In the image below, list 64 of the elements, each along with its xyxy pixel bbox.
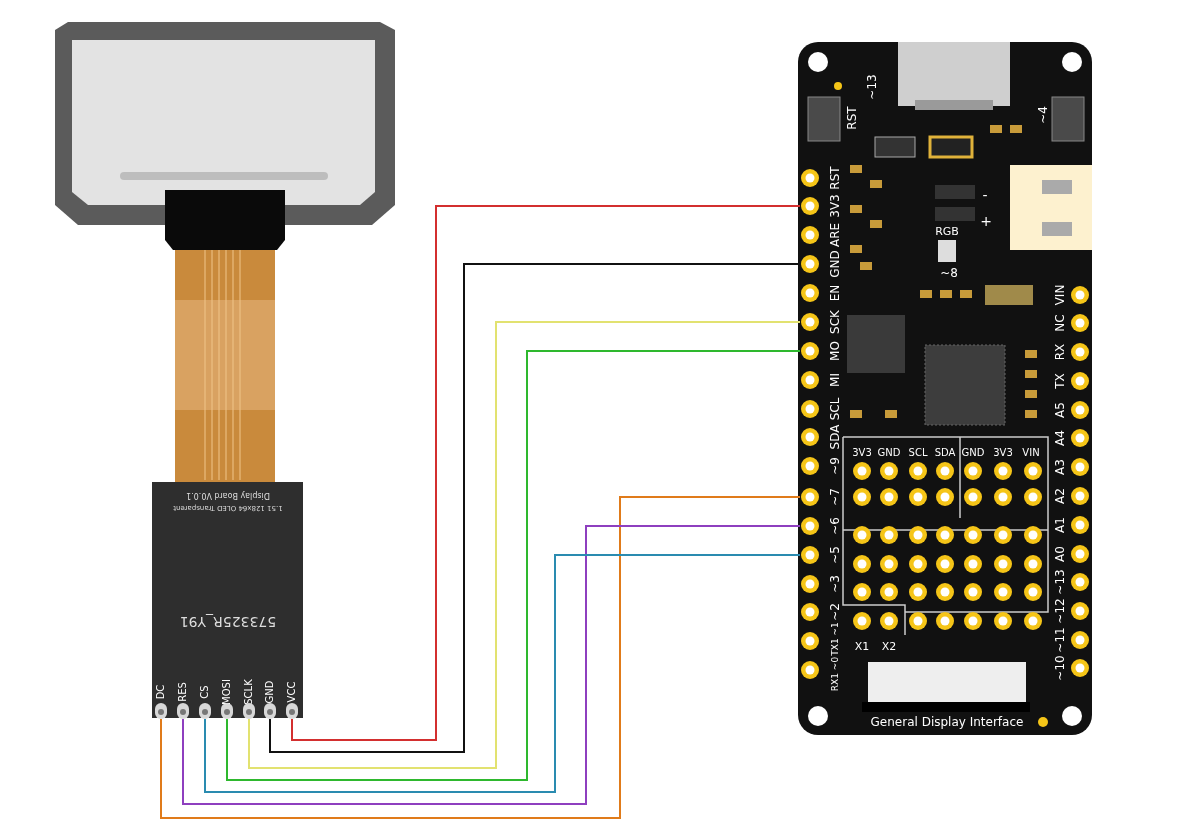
pin-label: GND: [829, 250, 841, 278]
wire: [269, 263, 801, 753]
pin-label: RX: [1054, 343, 1066, 361]
pin-label: GND: [877, 448, 901, 458]
pin-label: X1: [854, 640, 870, 652]
circuit-board: [152, 482, 303, 718]
pin-label: GND: [265, 680, 275, 704]
polarity-mark: +: [980, 214, 992, 228]
pin-label: VIN: [1054, 284, 1066, 306]
board-text: 573325R_Y91: [179, 615, 277, 629]
pin-label: ~11: [1054, 627, 1066, 653]
wire: [204, 554, 801, 793]
pin-label: RST: [829, 166, 841, 190]
pin-label: A1: [1054, 517, 1066, 533]
polarity-mark: -: [982, 188, 988, 202]
pin-label: ~3: [829, 575, 841, 593]
pin-label: VIN: [1022, 448, 1040, 458]
pin-label: SCLK: [244, 679, 254, 705]
pin-label: ~8: [940, 267, 958, 279]
pin-label: ARE: [829, 222, 841, 248]
pin-label: X2: [881, 640, 897, 652]
pin-label: NC: [1054, 314, 1066, 332]
pin-label: MO: [829, 341, 841, 361]
pin-label: ~10: [1054, 655, 1066, 681]
connector-label: General Display Interface: [870, 716, 1024, 728]
pin-label: ~13: [1054, 569, 1066, 595]
pin-label: SDA: [934, 448, 956, 458]
pin-label: ~4: [1037, 106, 1049, 124]
pin-label: A5: [1054, 402, 1066, 418]
wire: [291, 205, 801, 741]
pin-label: 3V3: [993, 448, 1013, 458]
pin-label: CS: [200, 685, 210, 699]
pin-label: TX: [1054, 373, 1066, 389]
led-label: RGB: [935, 225, 959, 237]
pin-label: VCC: [287, 681, 297, 703]
pin-label: MI: [829, 373, 841, 387]
pin-label: ~5: [829, 546, 841, 564]
pin-label: A2: [1054, 488, 1066, 504]
pin-label: RX1 ~0: [830, 656, 840, 692]
pin-label: 3V3: [829, 194, 841, 218]
wire: [182, 525, 801, 805]
pin-label: GND: [961, 448, 985, 458]
button-label: RST: [846, 106, 858, 130]
pin-label: SCL: [829, 397, 841, 421]
pin-label: A3: [1054, 459, 1066, 475]
pin-label: SCK: [829, 310, 841, 334]
pin-label: ~12: [1054, 598, 1066, 624]
pin-label: ~9: [829, 457, 841, 475]
pin-label: ~7: [829, 488, 841, 506]
pin-label: RES: [178, 682, 188, 702]
pin-label: TX1 ~1: [830, 622, 840, 656]
pin-label: ~13: [866, 74, 878, 100]
pin-label: MOSI: [222, 679, 232, 705]
pin-label: A0: [1054, 546, 1066, 562]
pin-label: EN: [829, 284, 841, 302]
pin-label: 3V3: [852, 448, 872, 458]
board-text: Display Board V0.0.1: [186, 491, 270, 499]
pin-label: A4: [1054, 430, 1066, 446]
pin-label: SCL: [908, 448, 928, 458]
pin-label: SDA: [829, 424, 841, 450]
pin-label: ~6: [829, 517, 841, 535]
pin-label: ~2: [829, 603, 841, 621]
wire: [160, 496, 801, 819]
pin-label: DC: [156, 684, 166, 700]
